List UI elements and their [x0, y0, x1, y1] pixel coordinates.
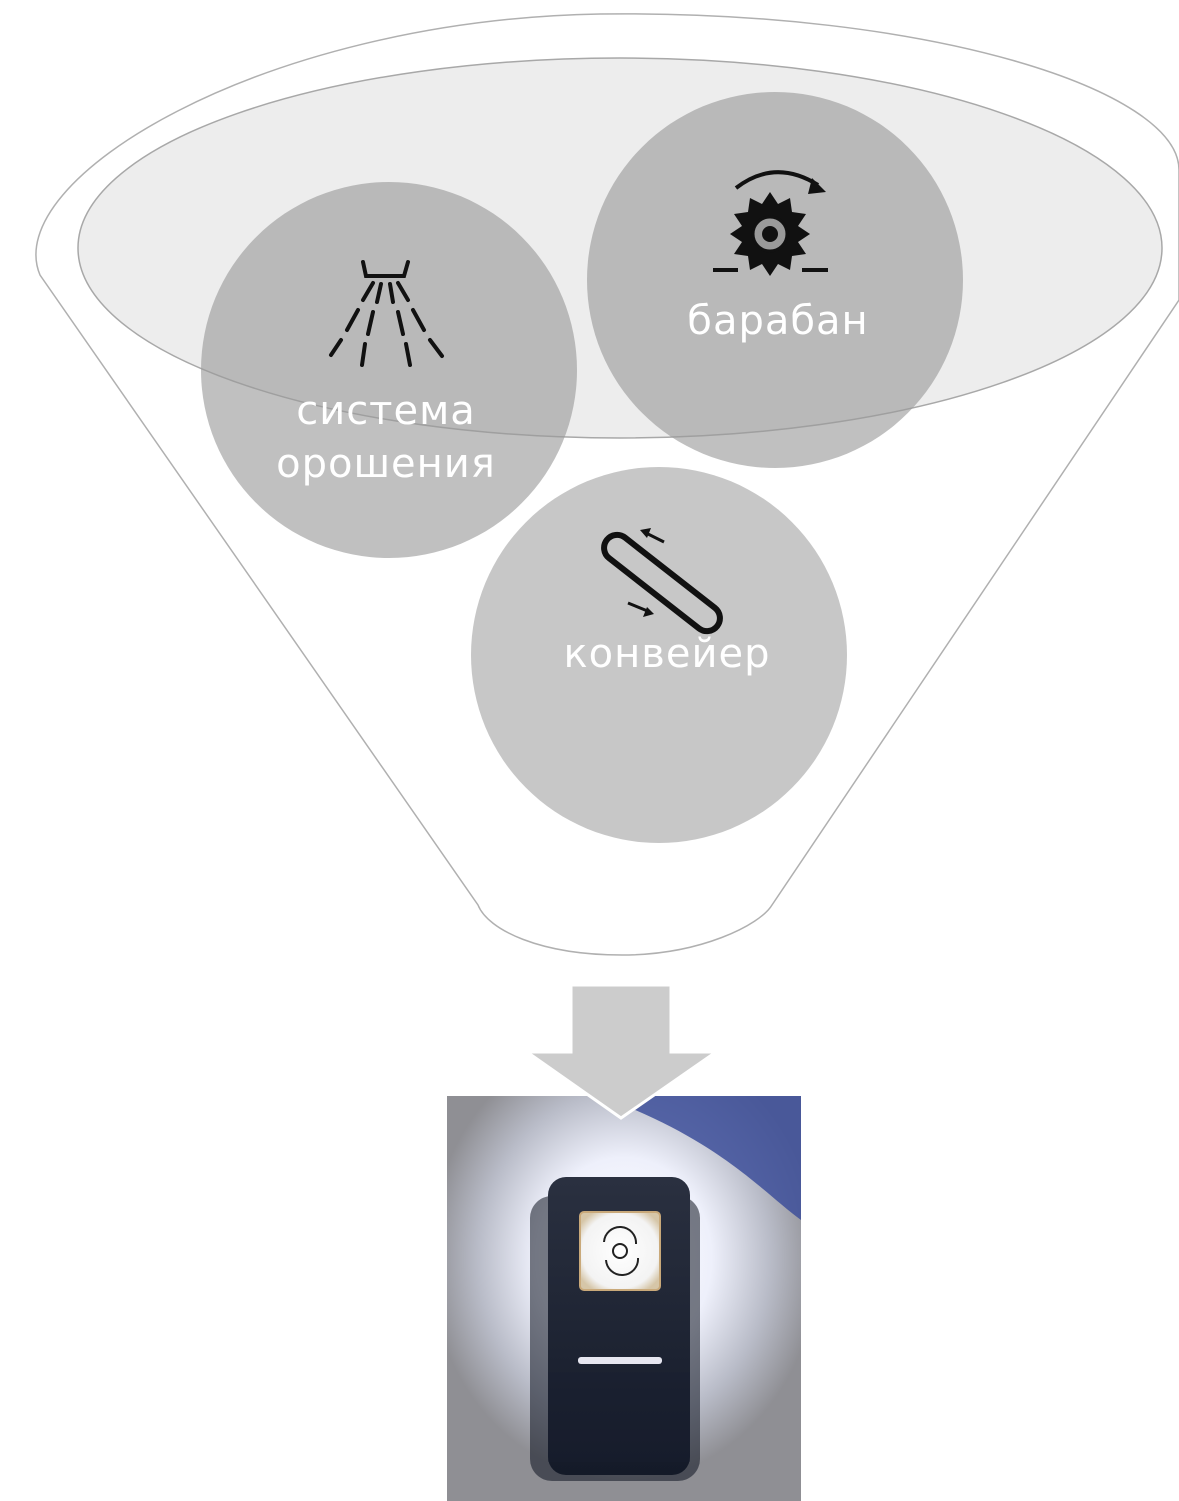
circle-irrigation-system — [201, 182, 577, 558]
down-arrow-icon — [522, 983, 721, 1120]
spray-nozzle-icon — [329, 260, 444, 367]
label-conveyor: конвейер — [564, 631, 771, 677]
illuminated-rocker-switch-photo — [447, 1096, 801, 1501]
circle-drum — [587, 92, 963, 468]
circle-conveyor — [471, 467, 847, 843]
rotation-spiral-icon — [603, 1226, 640, 1276]
conveyor-belt-icon — [601, 528, 723, 635]
label-irrigation-line-2: орошения — [276, 441, 496, 487]
label-irrigation-line-1: система — [296, 388, 476, 434]
label-drum: барабан — [687, 298, 868, 344]
rotating-drum-icon — [713, 170, 828, 276]
